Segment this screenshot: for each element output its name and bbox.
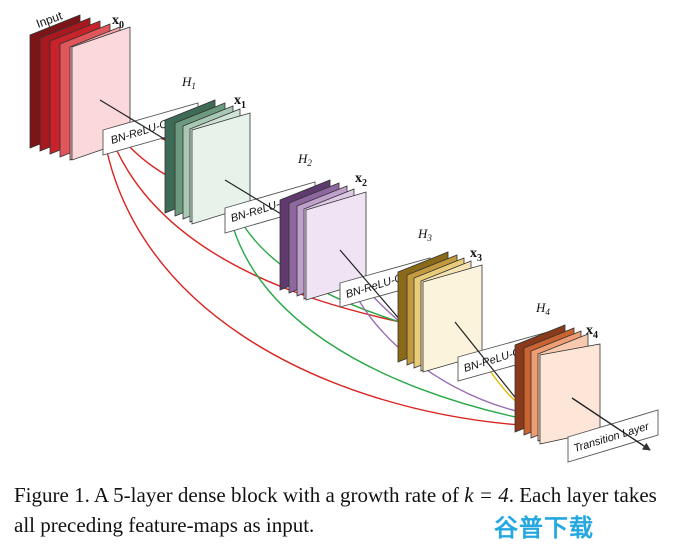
layer-label-h4: H4 [535, 300, 550, 317]
figure-caption: Figure 1. A 5-layer dense block with a g… [14, 480, 664, 540]
transition-arrow [571, 397, 651, 451]
feature-block-x2: H2 x2 [279, 151, 367, 301]
watermark-logo: 谷普下载 [494, 514, 594, 542]
label-x1: x1 [234, 93, 246, 111]
layer-label-h3: H3 [417, 226, 432, 243]
feature-block-x4: H4 x4 [514, 300, 601, 445]
connection-x0-to-h4 [99, 99, 521, 426]
label-x3: x3 [470, 246, 482, 264]
caption-math: k = 4 [464, 483, 509, 507]
caption-text-a: Figure 1. A 5-layer dense block with a g… [14, 483, 465, 507]
feature-map [539, 343, 601, 445]
layer-label-h1: H1 [181, 74, 196, 91]
connection-x0-to-h3 [99, 99, 401, 323]
caption-text-b: . Each layer takes all preceding feature… [14, 483, 657, 537]
feature-block-x1: H1 x1 [164, 74, 251, 225]
label-x2: x2 [355, 171, 367, 189]
connection-x1-to-h4 [224, 179, 521, 419]
layer-label-h2: H2 [297, 151, 312, 168]
feature-block-x3: H3 x3 [397, 226, 483, 373]
